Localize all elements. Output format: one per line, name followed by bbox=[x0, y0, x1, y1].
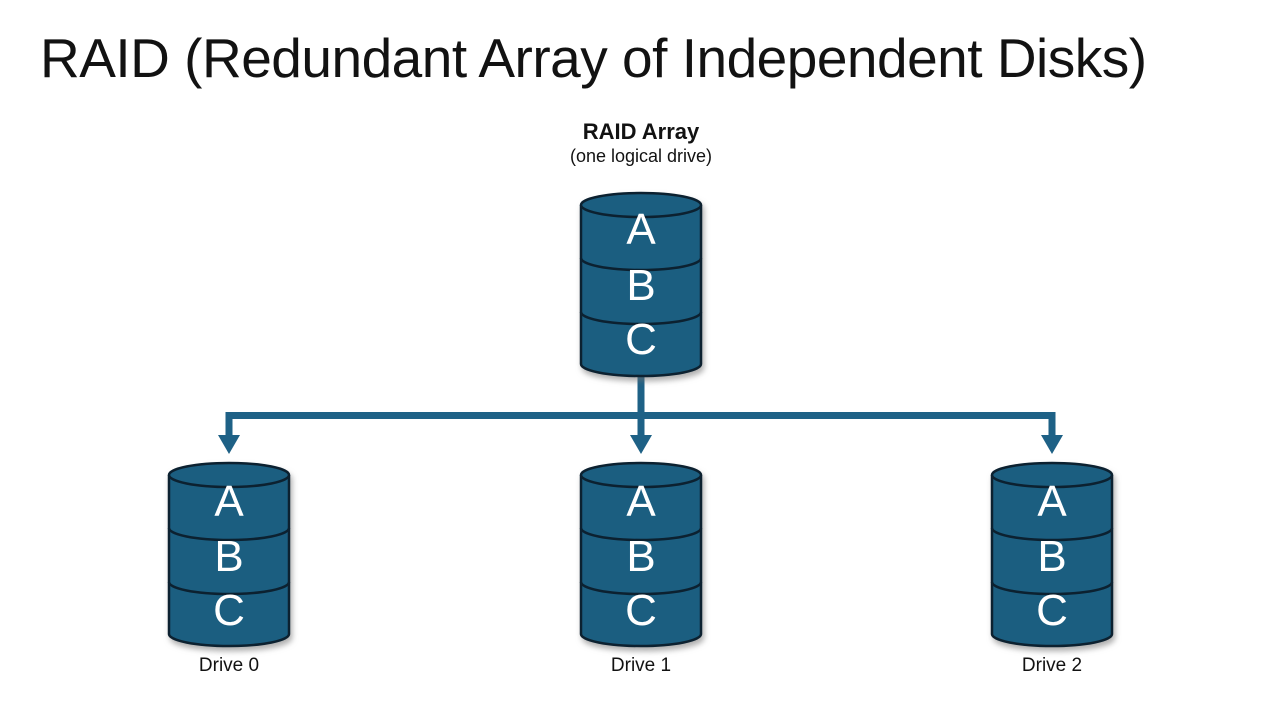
drive-0-label: Drive 0 bbox=[198, 655, 260, 676]
drive-2-cylinder: A B C bbox=[990, 461, 1114, 648]
cylinder-top bbox=[990, 461, 1114, 489]
cylinder-divider bbox=[167, 527, 291, 542]
segment-label: B bbox=[626, 532, 655, 581]
cylinder-top bbox=[167, 461, 291, 489]
raid-array-label: RAID Array bbox=[582, 119, 700, 144]
segment-label: B bbox=[214, 532, 243, 581]
cylinder-top bbox=[579, 461, 703, 489]
segment-label: C bbox=[1036, 586, 1068, 635]
cylinder-body bbox=[579, 475, 703, 648]
cylinder-divider bbox=[579, 257, 703, 272]
drive-2-label: Drive 2 bbox=[1021, 655, 1083, 676]
segment-label: C bbox=[213, 586, 245, 635]
cylinder-divider bbox=[579, 527, 703, 542]
arrow-down-icon bbox=[218, 435, 240, 454]
cylinder-body bbox=[990, 475, 1114, 648]
segment-label: B bbox=[626, 261, 655, 310]
segment-label: B bbox=[1037, 532, 1066, 581]
drive-0-cylinder: A B C bbox=[167, 461, 291, 648]
drive-1-label: Drive 1 bbox=[610, 655, 672, 676]
segment-label: A bbox=[626, 477, 656, 526]
segment-label: A bbox=[626, 205, 656, 254]
cylinder-divider bbox=[990, 527, 1114, 542]
cylinder-top bbox=[579, 191, 703, 219]
cylinder-divider bbox=[990, 581, 1114, 596]
segment-label: A bbox=[1037, 477, 1067, 526]
segment-label: C bbox=[625, 586, 657, 635]
arrow-down-icon bbox=[630, 435, 652, 454]
cylinder-divider bbox=[579, 581, 703, 596]
cylinder-divider bbox=[167, 581, 291, 596]
segment-label: C bbox=[625, 315, 657, 364]
cylinder-divider bbox=[579, 311, 703, 326]
cylinder-body bbox=[579, 205, 703, 378]
raid-array-cylinder: A B C bbox=[579, 191, 703, 378]
cylinder-body bbox=[167, 475, 291, 648]
raid-array-sublabel: (one logical drive) bbox=[569, 146, 713, 166]
drive-1-cylinder: A B C bbox=[579, 461, 703, 648]
arrow-down-icon bbox=[1041, 435, 1063, 454]
segment-label: A bbox=[214, 477, 244, 526]
diagram-title: RAID (Redundant Array of Independent Dis… bbox=[40, 27, 1147, 89]
